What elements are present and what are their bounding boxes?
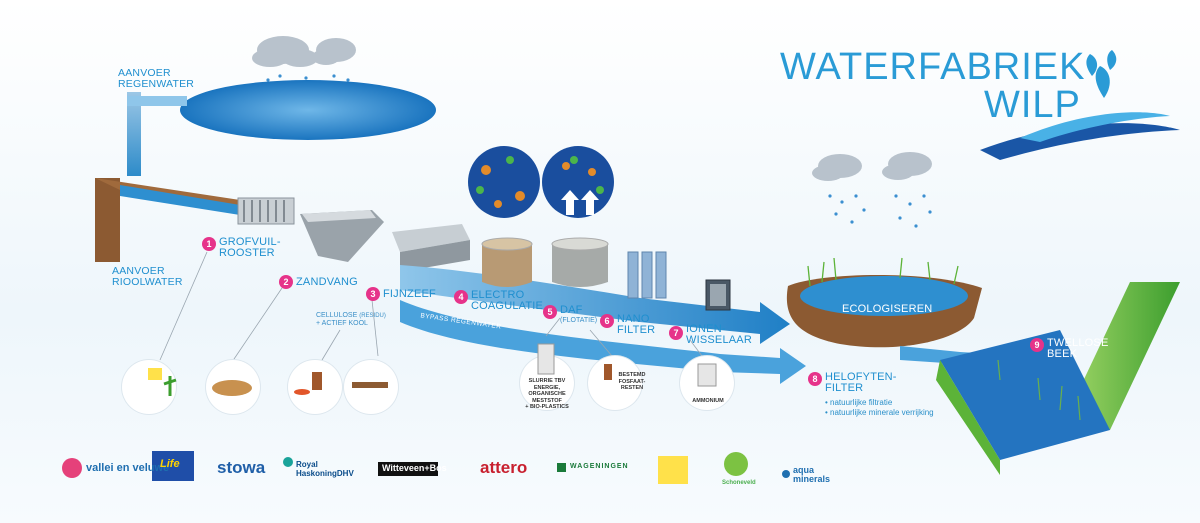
fine-sieve: [392, 224, 470, 252]
ammonium-label: AMMONIUM: [692, 398, 724, 404]
nano-filter: [627, 251, 667, 299]
ecologiseren-label: ECOLOGISEREN: [842, 303, 933, 315]
step-3-label: FIJNZEEF: [383, 288, 436, 300]
sand-trap: [300, 210, 384, 262]
cloud-icon: [252, 36, 932, 181]
step-2-badge: 2: [279, 275, 293, 289]
cellulose-note: CELLULOSE (RESIDU) + ACTIEF KOOL: [316, 312, 386, 327]
slurry-label: SLURRIE TBV ENERGIE,ORGANISCHE MESTSTOF+…: [525, 378, 569, 410]
rainwater-pipe: [127, 92, 141, 176]
step-6-badge: 6: [600, 314, 614, 328]
daf-tank: [552, 244, 608, 287]
twellose-creek: [940, 330, 1110, 460]
phosphate-product: [588, 356, 642, 410]
step-1-badge: 1: [202, 237, 216, 251]
logo-life: Life: [160, 458, 180, 470]
step-7-label: IONEN-WISSELAAR: [686, 323, 752, 346]
step-5-badge: 5: [543, 305, 557, 319]
step-3-badge: 3: [366, 287, 380, 301]
title-swoosh: [980, 123, 1180, 160]
step-7-badge: 7: [669, 326, 683, 340]
step-9-badge: 9: [1030, 338, 1044, 352]
logo-wageningen: WAGENINGEN: [570, 463, 629, 470]
step-8-label: HELOFYTEN-FILTER: [825, 371, 897, 394]
logo-vallei-veluwe: vallei en veluwe: [86, 462, 170, 474]
logo-royal-haskoning: Royal HaskoningDHV: [296, 460, 354, 478]
logo-witteveen-bos: Witteveen+Bos: [382, 463, 447, 473]
step-5-sub: (FLOTATIE): [560, 317, 598, 324]
electro-tank: [482, 244, 532, 287]
logo-aqua-minerals: aqua minerals: [793, 465, 831, 484]
title-line2: WILP: [984, 84, 1081, 126]
logo-schoneveld: Schoneveld: [722, 480, 756, 486]
rainwater-pond: [180, 80, 436, 140]
step-1-label: GROFVUIL-ROOSTER: [219, 236, 281, 259]
title-line1: WATERFABRIEK: [780, 46, 1086, 88]
step-8-bullets: • natuurlijke filtratie• natuurlijke min…: [825, 398, 934, 417]
logo-stowa: stowa: [217, 458, 266, 477]
step-4-badge: 4: [454, 290, 468, 304]
step-8-badge: 8: [808, 372, 822, 386]
sewage-pipe: [95, 178, 120, 262]
water-drop-icon: [1086, 50, 1117, 98]
logo-attero: attero: [480, 458, 528, 477]
step-2-label: ZANDVANG: [296, 276, 358, 288]
step-5-label: DAF: [560, 304, 583, 316]
logo-marks: [62, 451, 790, 484]
